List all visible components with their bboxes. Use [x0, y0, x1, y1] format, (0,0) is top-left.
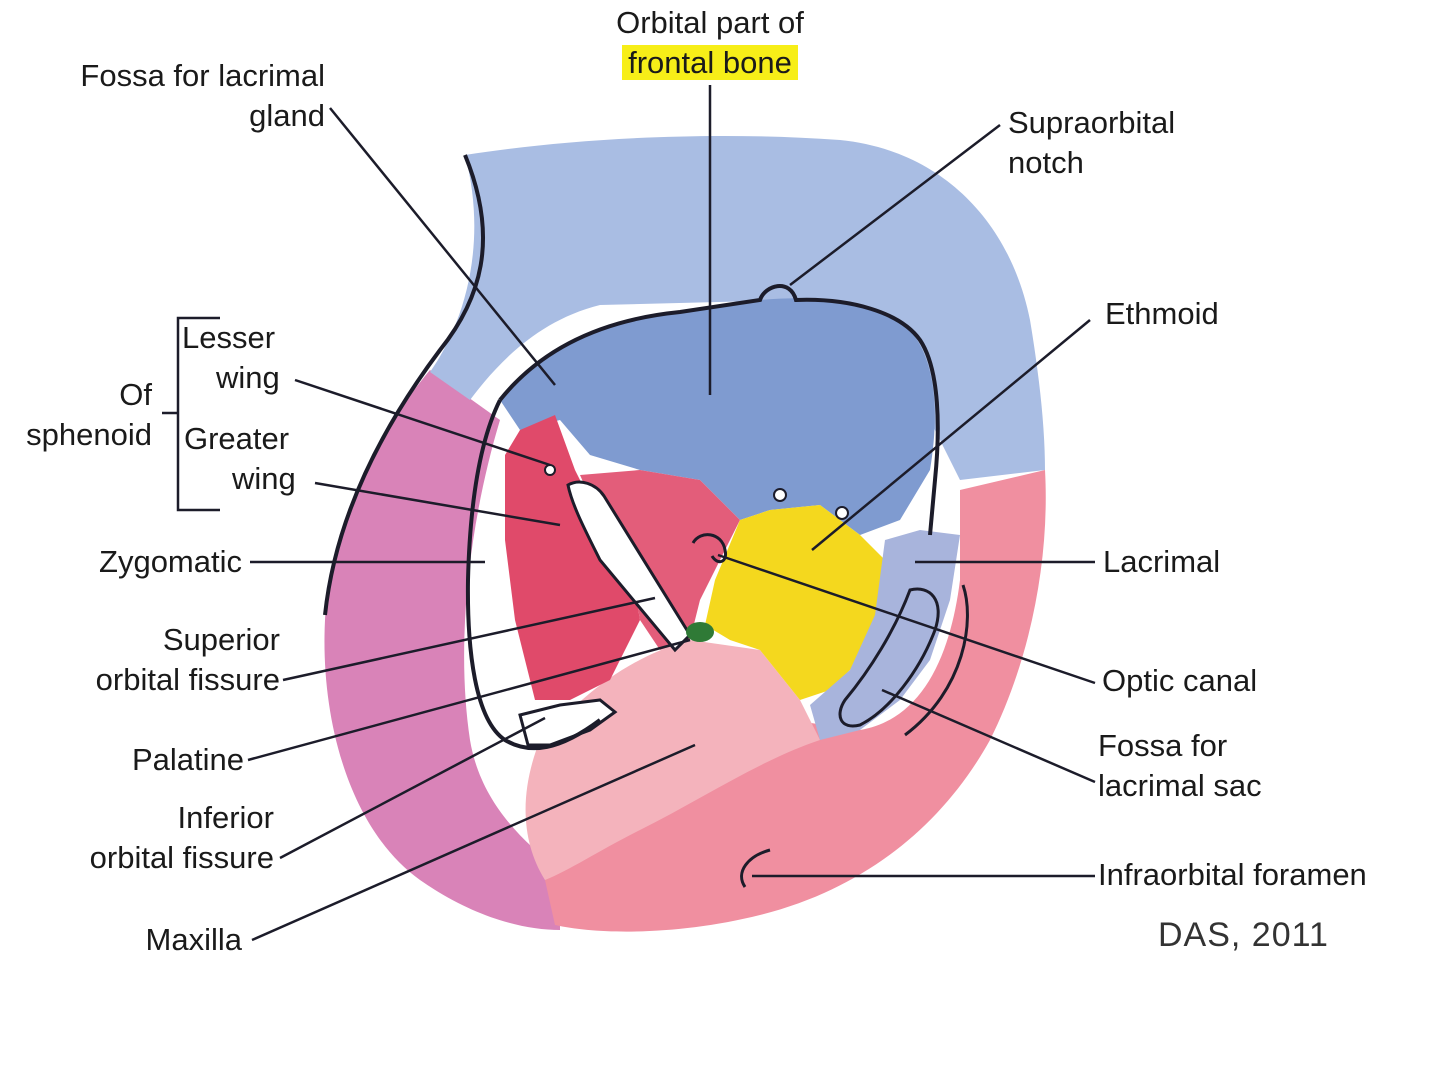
label-supraorbital-notch-line1: Supraorbital — [1008, 105, 1176, 140]
label-supraorbital-notch-line2: notch — [1008, 145, 1084, 180]
foramen-2 — [835, 506, 849, 520]
optic-canal-shape — [691, 533, 728, 564]
label-fossa-lacrimal-sac: Fossa for lacrimal sac — [1098, 726, 1262, 806]
leader-palatine — [247, 638, 691, 762]
ethmoid-region — [705, 505, 885, 700]
label-greater-wing-line1: Greater — [184, 421, 290, 456]
label-lesser-wing-line1: Lesser — [182, 320, 276, 355]
title-line2-wrap: frontal bone — [560, 43, 860, 83]
orbital-margin — [498, 284, 940, 536]
leader-greater-wing — [314, 481, 561, 527]
leader-supraorbital-notch — [789, 124, 1001, 286]
credit-text: DAS, 2011 — [1158, 916, 1329, 954]
leader-ethmoid — [811, 319, 1091, 551]
foramen-3 — [544, 464, 556, 476]
label-palatine: Palatine — [131, 742, 244, 777]
leader-lacrimal-sac — [881, 688, 1096, 784]
leader-optic-canal — [717, 553, 1096, 685]
orbital-margin-lateral — [465, 399, 602, 751]
lesser-wing-region — [580, 470, 740, 650]
label-fossa-lacrimal-gland: Fossa for lacrimal gland — [40, 56, 325, 136]
label-lesser-wing: Lesser wing — [182, 318, 280, 398]
sphenoid-bracket — [162, 316, 220, 512]
label-greater-wing: Greater wing — [184, 419, 296, 499]
label-ethmoid: Ethmoid — [1105, 296, 1219, 331]
greater-wing-region — [505, 415, 640, 700]
title-line2-highlight: frontal bone — [622, 45, 798, 80]
lateral-skull-contour — [323, 154, 485, 616]
label-zygomatic: Zygomatic — [99, 544, 242, 579]
frontal-orbital-plate — [500, 298, 935, 535]
label-greater-wing-line2: wing — [232, 461, 296, 496]
label-fossa-lacrimal-sac-line2: lacrimal sac — [1098, 768, 1262, 803]
lacrimal-sac-fossa-shape — [838, 587, 940, 728]
label-inferior-orbital-fissure-line1: Inferior — [177, 800, 274, 835]
leader-lesser-wing — [294, 378, 551, 467]
leader-inferior-fissure — [279, 716, 546, 860]
label-maxilla: Maxilla — [145, 922, 242, 957]
frontal-outer-region — [430, 135, 1045, 480]
label-inferior-orbital-fissure-line2: orbital fissure — [89, 840, 274, 875]
inferior-orbital-fissure-shape — [518, 698, 618, 747]
label-fossa-lacrimal-gland-line2: gland — [249, 98, 325, 133]
label-fossa-lacrimal-sac-line1: Fossa for — [1098, 728, 1228, 763]
leader-fossa-lacrimal-gland — [329, 107, 556, 386]
palatine-shape — [686, 622, 714, 642]
label-infraorbital-foramen: Infraorbital foramen — [1098, 857, 1367, 892]
infraorbital-foramen-shape — [740, 848, 771, 888]
maxilla-region — [545, 470, 1046, 932]
label-fossa-lacrimal-gland-line1: Fossa for lacrimal — [80, 58, 325, 93]
leader-lines — [247, 85, 1096, 942]
diagram-title: Orbital part of frontal bone — [560, 3, 860, 83]
superior-orbital-fissure-shape — [566, 480, 692, 653]
leader-maxilla — [251, 743, 696, 942]
label-optic-canal: Optic canal — [1102, 663, 1258, 698]
foramen-1 — [773, 488, 787, 502]
label-lacrimal: Lacrimal — [1103, 544, 1221, 579]
label-superior-orbital-fissure: Superior orbital fissure — [40, 620, 280, 700]
zygomatic-region — [324, 370, 560, 930]
lacrimal-region — [810, 530, 960, 740]
lacrimal-crest — [904, 584, 969, 737]
label-lesser-wing-line2: wing — [216, 360, 280, 395]
label-superior-orbital-fissure-line2: orbital fissure — [95, 662, 280, 697]
label-of-sphenoid-line2: sphenoid — [26, 417, 152, 452]
leader-superior-fissure — [282, 596, 656, 682]
label-supraorbital-notch: Supraorbital notch — [1008, 103, 1175, 183]
label-superior-orbital-fissure-line1: Superior — [162, 622, 280, 657]
label-of-sphenoid: Of sphenoid — [0, 375, 152, 455]
label-of-sphenoid-line1: Of — [119, 377, 152, 412]
title-line1: Orbital part of — [616, 5, 804, 40]
label-inferior-orbital-fissure: Inferior orbital fissure — [40, 798, 274, 878]
